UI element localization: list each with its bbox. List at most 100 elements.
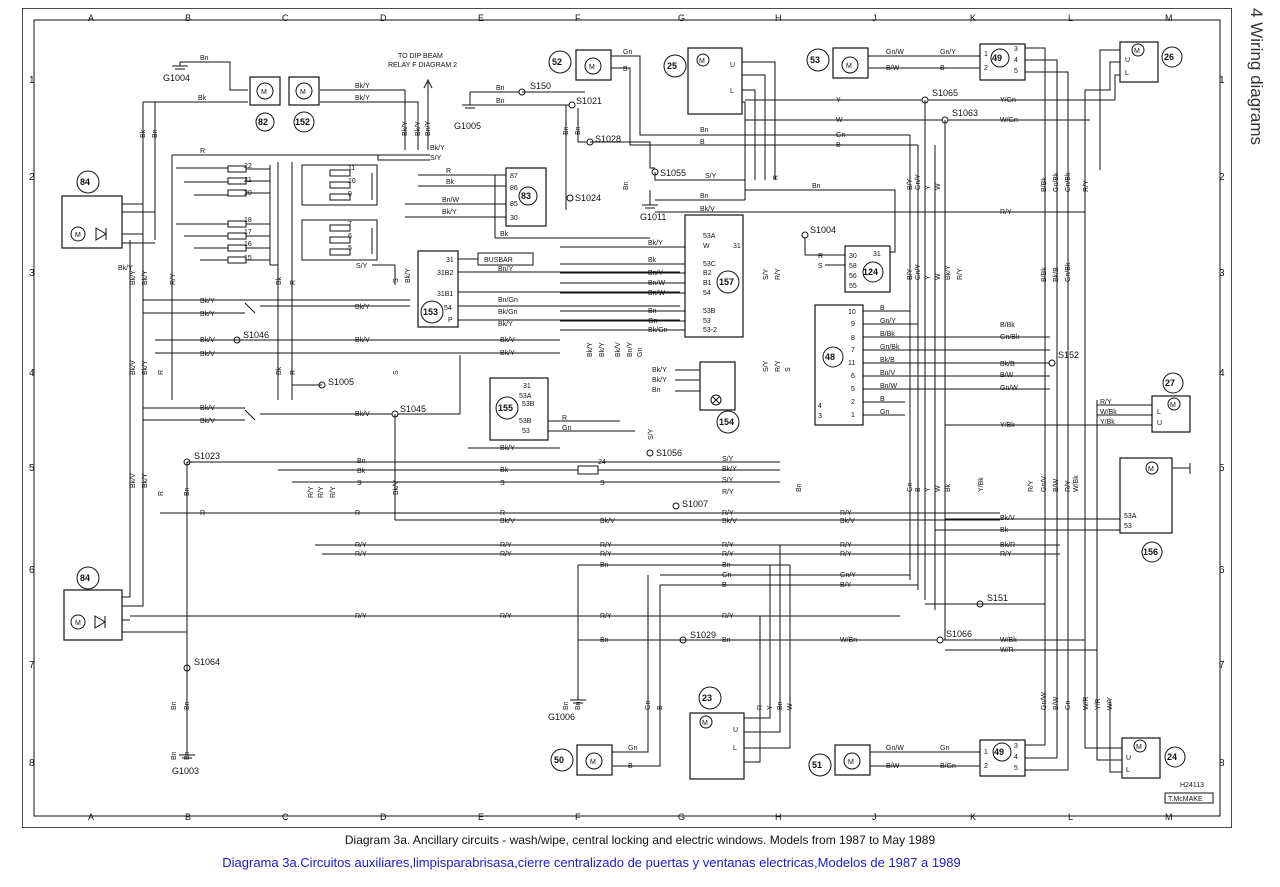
svg-text:27: 27 <box>1165 378 1175 388</box>
svg-text:Gn: Gn <box>628 745 637 752</box>
svg-text:49: 49 <box>992 53 1002 63</box>
svg-text:30: 30 <box>510 215 518 222</box>
svg-text:Bk/V: Bk/V <box>840 518 855 525</box>
svg-text:U: U <box>730 62 735 69</box>
svg-text:Gn: Gn <box>1065 701 1072 710</box>
svg-text:Bn/Y: Bn/Y <box>425 120 432 136</box>
svg-text:26: 26 <box>1164 52 1174 62</box>
svg-text:Gn: Gn <box>648 318 657 325</box>
svg-text:31: 31 <box>523 383 531 390</box>
svg-text:Bn: Bn <box>777 701 784 710</box>
svg-text:Bk/V: Bk/V <box>200 337 215 344</box>
svg-text:85: 85 <box>510 201 518 208</box>
svg-text:Bk/V: Bk/V <box>500 518 515 525</box>
svg-text:S/Y: S/Y <box>356 263 368 270</box>
svg-text:R/Y: R/Y <box>600 542 612 549</box>
svg-text:Bk/Y: Bk/Y <box>415 121 422 136</box>
svg-text:Bn: Bn <box>184 701 191 710</box>
row-left-label: 7 <box>29 660 35 671</box>
svg-text:152: 152 <box>295 117 310 127</box>
svg-text:Bk/Y: Bk/Y <box>142 270 149 285</box>
column-top-label: L <box>1068 13 1074 23</box>
svg-text:M: M <box>702 720 708 727</box>
svg-text:S1064: S1064 <box>194 657 220 667</box>
svg-text:Bk/V: Bk/V <box>500 337 515 344</box>
svg-text:U: U <box>1126 755 1131 762</box>
svg-text:7: 7 <box>851 347 855 354</box>
svg-text:B/W: B/W <box>886 763 900 770</box>
svg-text:5: 5 <box>1014 68 1018 75</box>
svg-text:R/Y: R/Y <box>722 613 734 620</box>
svg-text:R: R <box>158 370 165 375</box>
svg-text:Y: Y <box>836 97 841 104</box>
ground-label: G1004 <box>163 73 190 83</box>
svg-text:R: R <box>200 148 205 155</box>
svg-text:Y/Bk: Y/Bk <box>1000 422 1015 429</box>
svg-text:Gn/Y: Gn/Y <box>915 174 922 190</box>
svg-text:TO DIP BEAM: TO DIP BEAM <box>398 53 443 60</box>
svg-text:M: M <box>261 89 267 96</box>
svg-text:2: 2 <box>851 399 855 406</box>
svg-text:2: 2 <box>984 763 988 770</box>
svg-text:Bk/V: Bk/V <box>600 518 615 525</box>
svg-text:Bk/Y: Bk/Y <box>500 350 515 357</box>
svg-text:Bk: Bk <box>1000 527 1009 534</box>
svg-text:Gn/Bk: Gn/Bk <box>1065 172 1072 192</box>
svg-text:Bn: Bn <box>357 458 366 465</box>
svg-text:31B2: 31B2 <box>437 270 453 277</box>
svg-text:W: W <box>703 243 710 250</box>
svg-text:S1007: S1007 <box>682 499 708 509</box>
svg-text:48: 48 <box>825 352 835 362</box>
svg-text:B: B <box>880 305 885 312</box>
caption-english: Diagram 3a. Ancillary circuits - wash/wi… <box>344 833 936 847</box>
svg-text:53B: 53B <box>522 401 535 408</box>
svg-text:B: B <box>836 142 841 149</box>
svg-text:R: R <box>158 491 165 496</box>
svg-text:B/Bk: B/Bk <box>1000 322 1015 329</box>
column-bottom-label: M <box>1165 812 1173 822</box>
svg-text:6: 6 <box>348 233 352 240</box>
svg-text:84: 84 <box>80 573 90 583</box>
svg-text:S: S <box>785 367 792 372</box>
svg-text:Bk/V: Bk/V <box>722 518 737 525</box>
svg-text:B/W: B/W <box>1000 372 1014 379</box>
svg-text:Bk/Y: Bk/Y <box>355 83 370 90</box>
svg-text:L: L <box>1157 409 1161 416</box>
svg-text:L: L <box>730 88 734 95</box>
svg-text:Bk/Y: Bk/Y <box>355 95 370 102</box>
svg-text:54: 54 <box>444 305 452 312</box>
svg-text:Bn: Bn <box>171 701 178 710</box>
svg-text:R: R <box>773 175 780 180</box>
svg-text:11: 11 <box>348 165 355 172</box>
svg-text:R/Y: R/Y <box>722 551 734 558</box>
svg-text:53C: 53C <box>703 261 716 268</box>
svg-text:Bk: Bk <box>276 276 283 285</box>
svg-text:R/Y: R/Y <box>1000 209 1012 216</box>
svg-text:Bk: Bk <box>198 95 207 102</box>
row-right-label: 2 <box>1219 172 1225 183</box>
svg-text:W/Bk: W/Bk <box>1000 637 1017 644</box>
svg-text:S1004: S1004 <box>810 225 836 235</box>
svg-text:W/Bk: W/Bk <box>1100 409 1117 416</box>
svg-text:H24113: H24113 <box>1180 782 1204 789</box>
svg-text:Bk: Bk <box>276 366 283 375</box>
row-right-label: 8 <box>1219 758 1225 769</box>
svg-text:R/Y: R/Y <box>330 486 337 498</box>
svg-text:5: 5 <box>851 386 855 393</box>
svg-text:B/Bk: B/Bk <box>1041 177 1048 192</box>
svg-text:Bn: Bn <box>496 98 505 105</box>
svg-text:Bn: Bn <box>184 487 191 496</box>
svg-text:B: B <box>657 705 664 710</box>
svg-text:Bk/Y: Bk/Y <box>142 360 149 375</box>
svg-text:S1024: S1024 <box>575 193 601 203</box>
svg-text:Bn/W: Bn/W <box>648 280 666 287</box>
svg-text:B/W: B/W <box>1053 478 1060 492</box>
column-top-label: C <box>282 13 289 23</box>
svg-text:4: 4 <box>818 403 822 410</box>
svg-text:53-2: 53-2 <box>703 327 717 334</box>
svg-text:Y: Y <box>925 275 932 280</box>
ground-g1004: G1004 <box>163 62 190 83</box>
svg-text:S152: S152 <box>1058 350 1079 360</box>
svg-text:Bk: Bk <box>500 231 509 238</box>
column-top-label: K <box>970 13 977 23</box>
